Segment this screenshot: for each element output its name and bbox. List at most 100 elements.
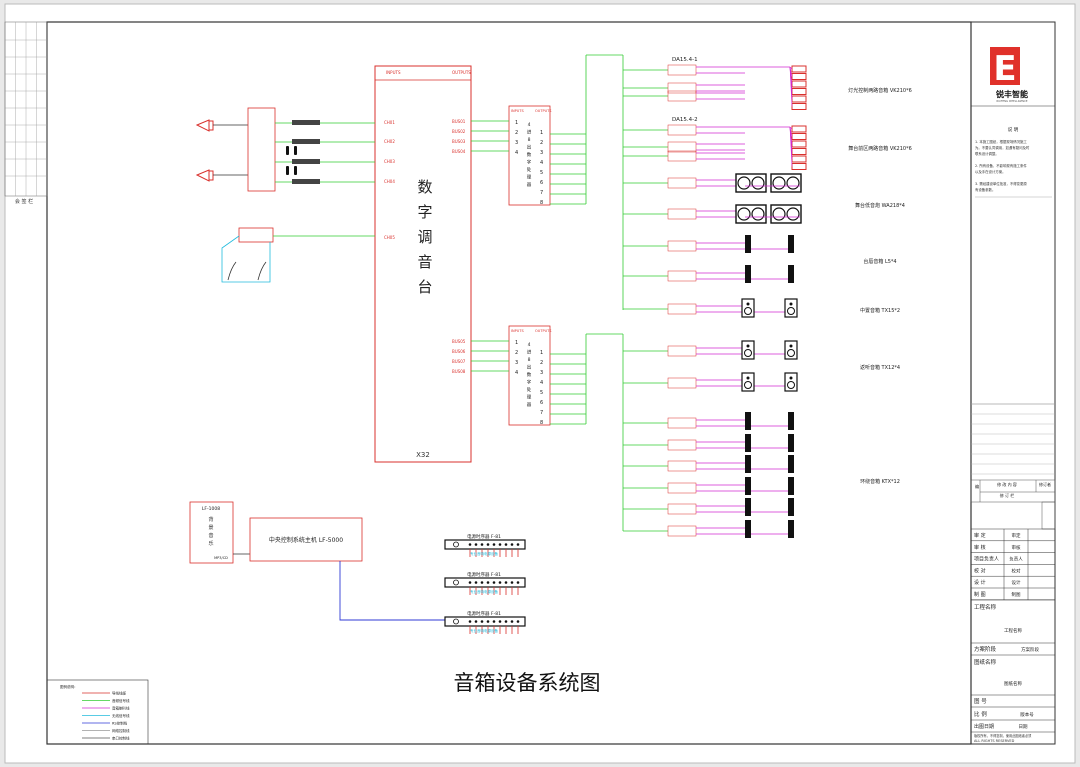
legend-header: 图例说明： bbox=[60, 684, 78, 689]
amplifier-channel bbox=[667, 90, 697, 102]
monitor-speaker-driver bbox=[744, 307, 752, 315]
drawing-name-label: 图纸名称 bbox=[974, 658, 997, 666]
processor-name-char: 理 bbox=[527, 175, 532, 181]
column-speaker-icon bbox=[745, 235, 751, 253]
amplifier-channel bbox=[667, 460, 697, 472]
processor-inputs-label: INPUTS bbox=[511, 329, 524, 333]
power-outlet-icon bbox=[480, 581, 484, 584]
processor-upper: INPUTS OUTPUTS bbox=[508, 105, 552, 206]
revision-grid bbox=[970, 403, 1056, 530]
console-bus: BUS02 bbox=[452, 129, 466, 134]
copyright-line: ALL RIGHTS RESERVED bbox=[974, 739, 1015, 743]
signoff-role: 校 对 bbox=[974, 567, 986, 574]
subwoofer-driver bbox=[737, 207, 751, 221]
title-block: E 锐丰智能 RUIFENG INTELLIGENCE 说 明 1. 本施工图纸… bbox=[970, 21, 1056, 745]
notes-header: 说 明 bbox=[1008, 126, 1019, 133]
processor-name-char: 器 bbox=[527, 402, 532, 408]
bgm-char: 背 bbox=[208, 516, 213, 523]
processor-input-number: 1 bbox=[515, 340, 518, 346]
drawing-title: 音箱设备系统图 bbox=[454, 671, 601, 695]
column-speaker-icon bbox=[788, 412, 794, 430]
processor-inputs-label: INPUTS bbox=[511, 109, 524, 113]
processor-output-number: 7 bbox=[540, 190, 543, 196]
column-speaker-icon bbox=[788, 265, 794, 283]
processor-input-number: 1 bbox=[515, 120, 518, 126]
power-outlet-icon bbox=[510, 543, 514, 546]
notes-line: 为。不要认同调用，如遇有疑问及时 bbox=[975, 145, 1030, 150]
processor-input-number: 3 bbox=[515, 140, 518, 146]
console-bus: BUS08 bbox=[452, 369, 466, 374]
handheld-mic-icon bbox=[294, 146, 297, 155]
subwoofer-driver bbox=[751, 207, 765, 221]
monitor-speaker-tweeter bbox=[746, 344, 750, 348]
processor-name-char: 进 bbox=[527, 129, 532, 136]
column-speaker-icon bbox=[788, 434, 794, 452]
subwoofer-driver bbox=[772, 176, 786, 190]
headset-mic-icon bbox=[227, 261, 237, 281]
console-char: 调 bbox=[417, 228, 432, 246]
subwoofer-icon bbox=[770, 173, 802, 193]
amplifier-channel bbox=[667, 150, 697, 162]
column-speaker-icon bbox=[745, 455, 751, 473]
power-outlet-icon bbox=[474, 620, 478, 623]
power-outlet-icon bbox=[486, 581, 490, 584]
project-name-label: 工程名称 bbox=[974, 603, 997, 611]
monitor-speaker-tweeter bbox=[789, 302, 793, 306]
notes-line: 有设备参数。 bbox=[975, 187, 995, 192]
power-outlet-icon bbox=[480, 543, 484, 546]
power-outlet-icon bbox=[486, 543, 490, 546]
processor-name-char: 处 bbox=[527, 386, 532, 393]
wireless-receiver bbox=[292, 139, 320, 144]
legend-label: 导线线缆 bbox=[112, 691, 126, 696]
monitor-speaker-tweeter bbox=[789, 344, 793, 348]
power-outlet-icon bbox=[498, 543, 502, 546]
left-strip-label: 会 签 栏 bbox=[15, 198, 33, 205]
legend-label: 网络控制线 bbox=[112, 728, 130, 733]
processor-name-char: 出 bbox=[527, 144, 532, 151]
handheld-mic-icon bbox=[294, 166, 297, 175]
processor-output-number: 2 bbox=[540, 360, 543, 366]
processor-name-char: 进 bbox=[527, 349, 532, 356]
wireless-receiver bbox=[292, 120, 320, 125]
date-value: 日期 bbox=[1019, 724, 1028, 730]
power-sequencer-caption: 专业音响电源设备 bbox=[470, 589, 498, 594]
amplifier-channel bbox=[667, 64, 697, 76]
signal-distribution bbox=[550, 54, 668, 532]
scale-label: 比 例 bbox=[974, 710, 987, 718]
power-sequencer-caption: 专业音响电源设备 bbox=[470, 551, 498, 556]
processor-input-number: 4 bbox=[515, 370, 518, 376]
column-speaker-icon bbox=[788, 455, 794, 473]
amplifier-channel bbox=[667, 177, 697, 189]
processor-name-char: 处 bbox=[527, 166, 532, 173]
legend-label: 串口控制线 bbox=[112, 736, 130, 741]
revision-header: 修 改 内 容 bbox=[997, 481, 1017, 487]
processor-details: 1234123456784进8出数字处理器1234123456784进8出数字处… bbox=[515, 120, 543, 426]
subwoofer-icon bbox=[770, 204, 802, 224]
processor-output-number: 3 bbox=[540, 150, 543, 156]
signoff-role: 审 核 bbox=[974, 544, 986, 551]
signoff-role: 设 计 bbox=[974, 579, 986, 586]
project-phase-label: 方案阶段 bbox=[974, 645, 997, 653]
notes-line: 3. 需经建设单位批准，不得变更原 bbox=[975, 181, 1027, 186]
background-music-box: LF-1008 背 景 音 乐 MP3/CD bbox=[189, 501, 234, 564]
logo-name: 锐丰智能 bbox=[996, 89, 1028, 99]
signoff-person: 制图 bbox=[1012, 591, 1021, 598]
power-sequencer-label: 电源时序器 F-81 bbox=[467, 533, 501, 540]
column-speaker-icon bbox=[745, 265, 751, 283]
processor-output-number: 4 bbox=[540, 380, 543, 386]
input-section bbox=[195, 107, 375, 283]
amplifier-channel bbox=[667, 525, 697, 537]
power-outlet-icon bbox=[492, 543, 496, 546]
power-switch-icon bbox=[453, 618, 459, 625]
central-control-host: 中央控制系统主机 LF-5000 bbox=[249, 517, 363, 562]
power-outlet-icon bbox=[468, 581, 472, 584]
console-bus: BUS07 bbox=[452, 359, 466, 364]
power-sequencer-unit bbox=[444, 577, 526, 588]
amp-label: DA15.4-1 bbox=[672, 57, 698, 63]
wireless-base-station bbox=[238, 227, 274, 243]
console-bus: BUS01 bbox=[452, 119, 466, 124]
console-channel: CH02 bbox=[384, 139, 395, 144]
bgm-port: MP3/CD bbox=[214, 556, 228, 560]
speaker-cable bbox=[789, 126, 793, 167]
